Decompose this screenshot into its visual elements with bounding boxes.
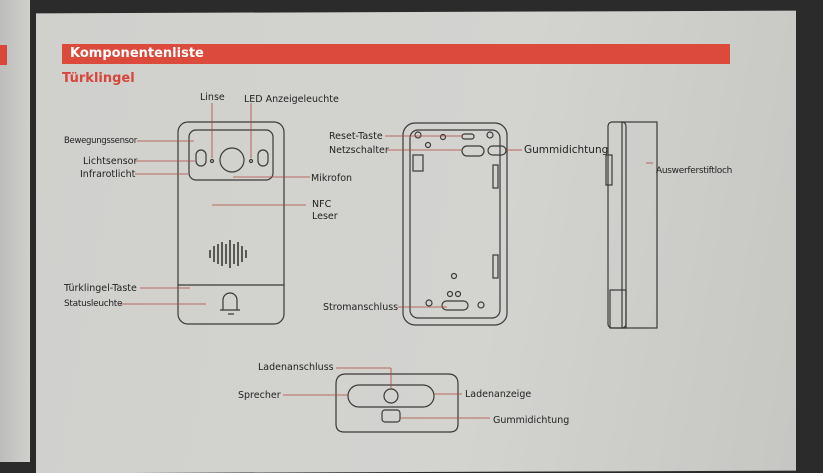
section-header: Komponentenliste — [62, 44, 730, 64]
label-infrared-light: Infrarotlicht — [80, 169, 136, 180]
label-power-switch: Netzschalter — [329, 145, 389, 156]
label-ejector-pin-hole: Auswerferstiftloch — [656, 166, 733, 176]
doorbell-side-drawing — [605, 121, 658, 329]
diagram-drawings — [120, 103, 658, 433]
leader-lines — [120, 103, 653, 419]
doorbell-front-drawing — [177, 121, 285, 325]
label-nfc-reader: Leser — [312, 211, 338, 222]
label-led-indicator: LED Anzeigeleuchte — [244, 94, 339, 105]
label-power-port: Stromanschluss — [323, 302, 399, 313]
label-doorbell-button: Türklingel-Taste — [64, 283, 137, 294]
subsection-title: Türklingel — [62, 71, 135, 86]
label-bottom-rubber-seal: Gummidichtung — [493, 415, 570, 426]
label-motion-sensor: Bewegungssensor — [64, 136, 137, 146]
label-microphone: Mikrofon — [311, 173, 353, 184]
previous-page-edge — [0, 0, 30, 462]
label-rubber-seal: Gummidichtung — [524, 144, 609, 156]
label-reset-button: Reset-Taste — [329, 131, 383, 142]
doorbell-bottom-drawing — [335, 373, 459, 433]
label-lens: Linse — [200, 92, 225, 103]
label-nfc: NFC — [312, 199, 332, 210]
label-speaker: Sprecher — [238, 390, 281, 401]
previous-page-header-bar — [0, 45, 7, 65]
label-charging-indicator: Ladenanzeige — [465, 389, 532, 400]
label-status-light: Statusleuchte — [64, 299, 123, 309]
label-charging-port: Ladenanschluss — [258, 362, 334, 373]
doorbell-back-drawing — [402, 122, 508, 326]
label-light-sensor: Lichtsensor — [83, 156, 138, 167]
